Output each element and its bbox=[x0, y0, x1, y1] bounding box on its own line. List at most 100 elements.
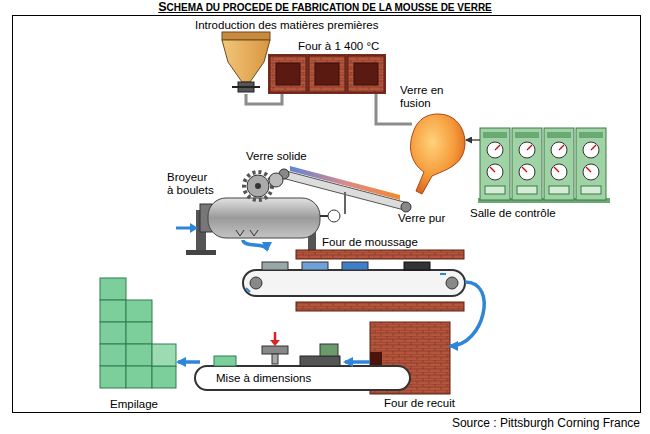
flow-connector bbox=[450, 282, 484, 346]
equipment-label: Mise à dimensions bbox=[216, 372, 311, 385]
inclined-conveyor bbox=[401, 202, 411, 212]
foaming-oven bbox=[243, 270, 465, 296]
stacked-blocks bbox=[100, 344, 126, 366]
process-label: Verre pur bbox=[398, 212, 445, 225]
ball-mill bbox=[200, 204, 212, 232]
control-room-cabinets bbox=[478, 128, 610, 203]
hopper-illustration bbox=[222, 32, 270, 40]
furnace-illustration bbox=[309, 56, 345, 92]
equipment-label: Empilage bbox=[110, 398, 158, 411]
equipment-node: Broyeur à boulets bbox=[205, 196, 325, 240]
hopper-illustration bbox=[238, 82, 254, 92]
stacked-blocks bbox=[126, 366, 152, 388]
equipment-label: Broyeur à boulets bbox=[167, 171, 215, 197]
flow-connector bbox=[178, 360, 200, 364]
ball-mill bbox=[298, 250, 326, 255]
annealing-oven bbox=[370, 322, 450, 394]
stacked-blocks bbox=[126, 300, 152, 322]
inclined-conveyor bbox=[290, 166, 400, 200]
foaming-oven bbox=[250, 277, 262, 289]
equipment-node: Introduction des matières premières bbox=[222, 32, 270, 94]
equipment-label: Introduction des matières premières bbox=[195, 19, 378, 32]
ball-mill bbox=[269, 173, 283, 187]
furnace-illustration bbox=[268, 54, 386, 94]
foaming-oven bbox=[302, 262, 328, 270]
inclined-conveyor bbox=[279, 166, 411, 214]
equipment-label: Four de recuit bbox=[384, 397, 455, 410]
flow-connector bbox=[246, 94, 282, 104]
stacked-blocks bbox=[100, 300, 126, 322]
control-room-cabinets bbox=[478, 198, 610, 203]
stacked-blocks bbox=[152, 344, 176, 366]
hopper-illustration bbox=[232, 86, 260, 88]
sizing-conveyor bbox=[272, 354, 278, 364]
ball-mill bbox=[176, 227, 192, 230]
furnace-illustration bbox=[270, 56, 306, 92]
ball-mill bbox=[308, 226, 316, 254]
flow-connector bbox=[345, 360, 370, 364]
equipment-label: Four à 1 400 °C bbox=[298, 40, 379, 53]
sizing-conveyor bbox=[195, 366, 410, 390]
ball-mill bbox=[255, 183, 261, 189]
stacked-blocks bbox=[100, 322, 126, 344]
inclined-conveyor bbox=[344, 192, 346, 214]
foaming-oven bbox=[296, 302, 464, 311]
equipment-node: Four de moussage bbox=[243, 250, 465, 311]
ball-mill bbox=[236, 230, 258, 236]
stacked-blocks bbox=[126, 344, 152, 366]
equipment-node: Four de recuit bbox=[370, 322, 450, 394]
stacked-blocks bbox=[100, 278, 176, 388]
control-room-cabinets bbox=[544, 128, 574, 200]
foaming-oven bbox=[262, 262, 288, 270]
equipment-label: Four de moussage bbox=[322, 236, 418, 249]
sizing-conveyor bbox=[274, 332, 277, 341]
inclined-conveyor bbox=[282, 170, 408, 211]
foaming-oven bbox=[446, 277, 458, 289]
equipment-node: Verre en fusion bbox=[412, 112, 466, 196]
furnace-illustration bbox=[348, 56, 384, 92]
foaming-oven bbox=[246, 274, 446, 292]
equipment-label: Salle de contrôle bbox=[470, 207, 556, 220]
furnace-illustration bbox=[354, 63, 378, 85]
ball-mill bbox=[328, 210, 340, 222]
annealing-oven bbox=[370, 322, 450, 394]
flow-connector bbox=[243, 240, 267, 250]
annealing-oven bbox=[370, 352, 382, 374]
sizing-conveyor bbox=[195, 332, 410, 390]
equipment-node: Verre solide bbox=[280, 164, 410, 210]
molten-glass-tank bbox=[411, 114, 466, 194]
flow-connector bbox=[466, 139, 480, 140]
control-room-cabinets bbox=[480, 128, 510, 200]
ball-mill bbox=[186, 250, 216, 255]
sizing-conveyor bbox=[320, 344, 338, 356]
sizing-conveyor bbox=[300, 356, 340, 366]
ball-mill bbox=[190, 223, 198, 233]
equipment-node: Four à 1 400 °C bbox=[268, 54, 386, 94]
furnace-illustration bbox=[276, 63, 300, 85]
furnace-illustration bbox=[268, 54, 386, 94]
hopper-illustration bbox=[222, 32, 270, 92]
furnace-illustration bbox=[315, 63, 339, 85]
sizing-conveyor bbox=[270, 340, 280, 346]
ball-mill bbox=[320, 215, 328, 217]
source-caption: Source : Pittsburgh Corning France bbox=[452, 417, 640, 430]
foaming-oven bbox=[342, 262, 368, 270]
hopper-illustration bbox=[222, 40, 270, 82]
ball-mill bbox=[208, 198, 320, 238]
foaming-oven bbox=[404, 262, 430, 270]
stacked-blocks bbox=[100, 366, 126, 388]
inclined-conveyor bbox=[279, 169, 289, 179]
equipment-node: Mise à dimensions bbox=[200, 346, 345, 390]
sizing-conveyor bbox=[262, 346, 288, 354]
diagram-title: SCHEMA DU PROCEDE DE FABRICATION DE LA M… bbox=[0, 1, 650, 14]
ball-mill bbox=[247, 175, 269, 197]
foaming-oven bbox=[243, 250, 465, 311]
ball-mill bbox=[196, 210, 206, 254]
equipment-node: Empilage bbox=[100, 278, 178, 388]
sizing-conveyor bbox=[214, 356, 236, 366]
stacked-blocks bbox=[152, 366, 176, 388]
foaming-oven bbox=[296, 250, 464, 259]
ball-mill bbox=[244, 172, 272, 200]
control-room-cabinets bbox=[576, 128, 606, 200]
